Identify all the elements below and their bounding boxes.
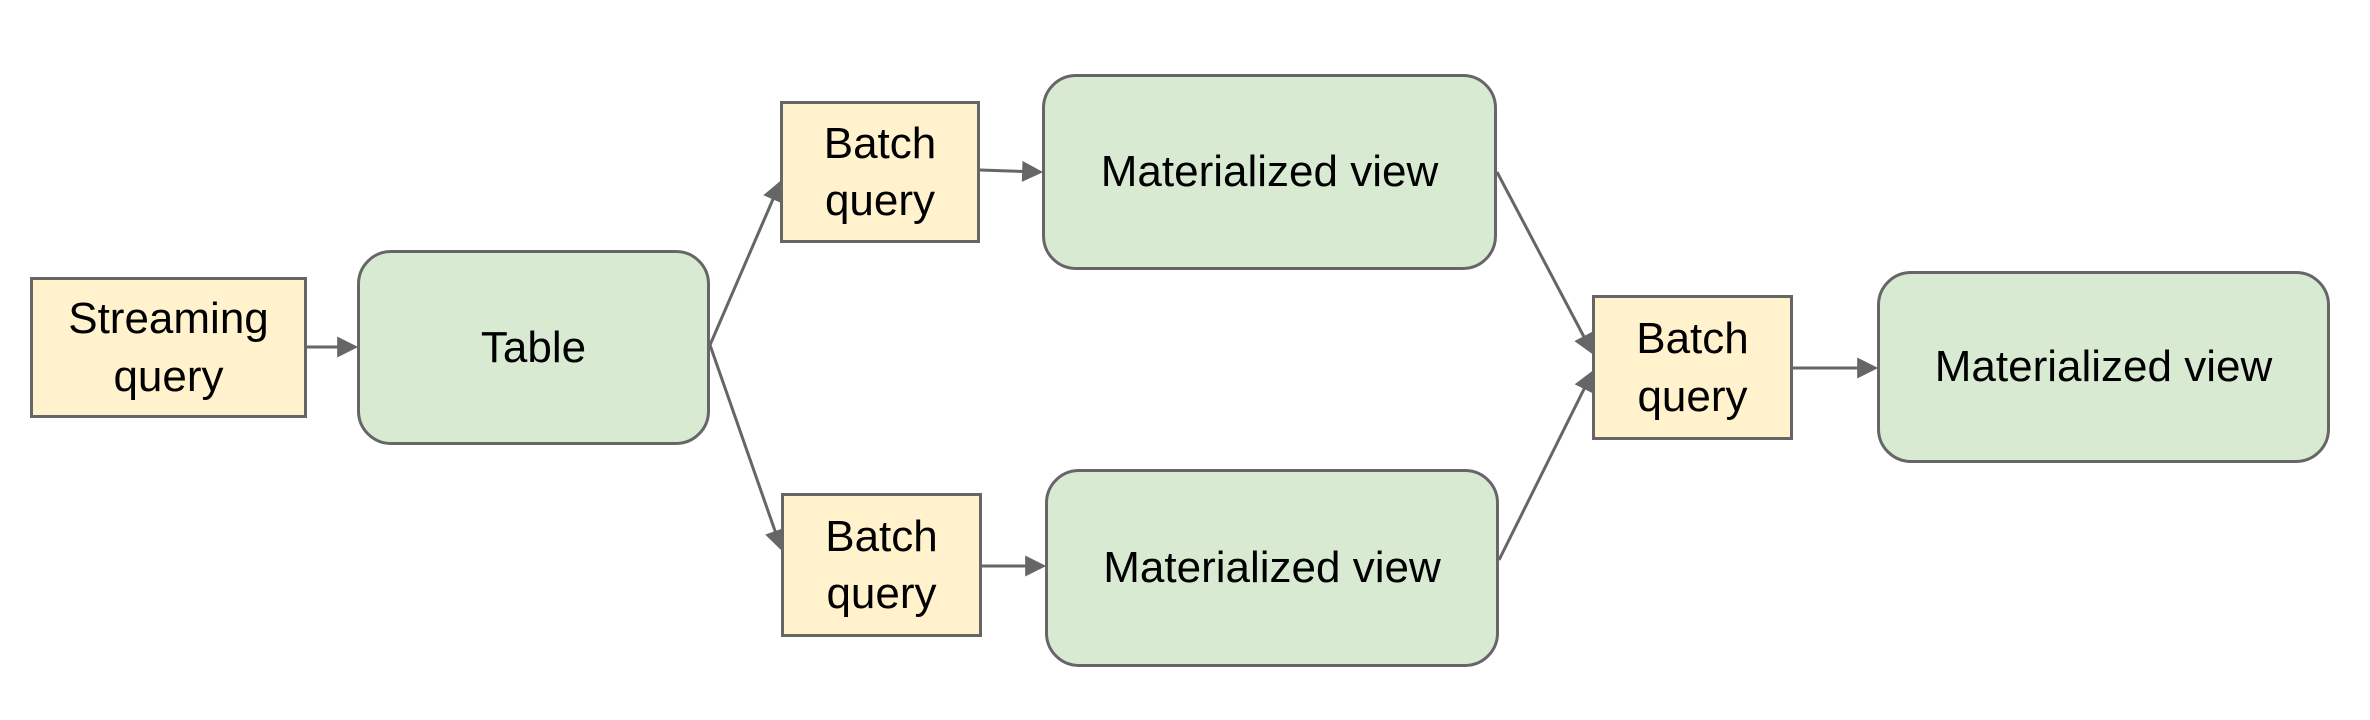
edge-table-to-batch-bottom [708,344,786,551]
node-table-label: Table [480,322,587,372]
node-materialized-view-final: Materialized view [1877,271,2330,463]
node-materialized-view-bottom-label: Materialized view [1103,543,1441,593]
node-streaming-query-label: Streaming query [68,294,269,401]
node-batch-query-top-label: Batch query [823,118,937,225]
node-materialized-view-bottom: Materialized view [1045,469,1499,667]
node-materialized-view-final-label: Materialized view [1934,342,2273,392]
node-batch-query-merge: Batch query [1592,295,1793,440]
node-batch-query-merge-label: Batch query [1636,314,1749,421]
node-materialized-view-top: Materialized view [1042,74,1497,270]
node-table: Table [357,250,710,445]
node-materialized-view-top-label: Materialized view [1100,147,1439,197]
node-batch-query-bottom: Batch query [781,493,982,637]
edge-batch-top-to-mv-top [979,160,1044,182]
node-batch-query-bottom-label: Batch query [825,511,938,618]
edge-mv-top-to-batch-merge [1495,171,1594,355]
edge-table-to-batch-top [708,180,783,346]
node-batch-query-top: Batch query [780,101,980,243]
node-streaming-query: Streaming query [30,277,307,418]
edge-mv-bottom-to-batch-merge [1497,370,1594,561]
